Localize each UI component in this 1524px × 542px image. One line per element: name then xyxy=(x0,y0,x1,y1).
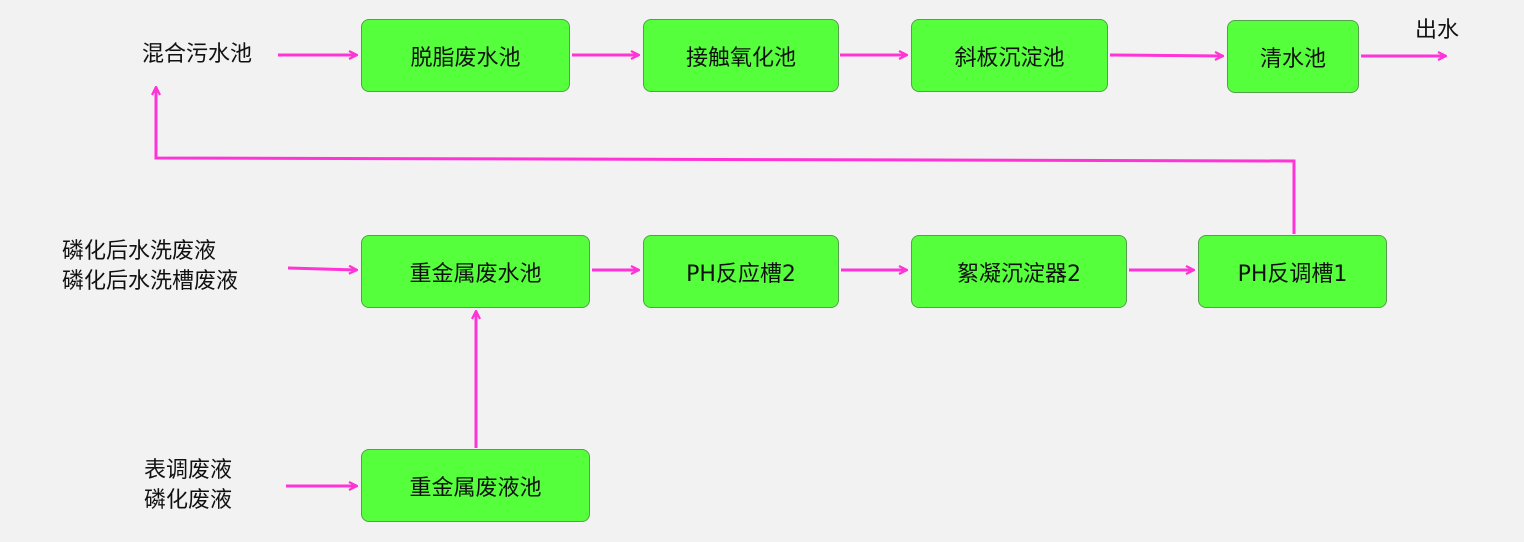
arrow-rinse-to-heavymetal xyxy=(287,268,357,270)
inclined-settler-box: 斜板沉淀池 xyxy=(911,19,1108,92)
surface-phosphate-line-1: 表调废液 xyxy=(144,458,233,483)
surface-phosphate-line-2: 磷化废液 xyxy=(144,488,233,513)
outlet-label: 出水 xyxy=(1415,18,1460,43)
clear-water-box: 清水池 xyxy=(1227,20,1359,93)
heavy-metal-water-box: 重金属废水池 xyxy=(361,235,590,308)
phosphate-rinse-label: 磷化后水洗废液 磷化后水洗槽废液 xyxy=(62,237,238,297)
surface-phosphate-label: 表调废液 磷化废液 xyxy=(144,456,232,516)
phosphate-rinse-line-1: 磷化后水洗废液 xyxy=(62,239,217,264)
contact-oxidation-box: 接触氧化池 xyxy=(643,19,839,92)
heavy-metal-liquid-box: 重金属废液池 xyxy=(361,449,590,522)
ph-reaction-2-box: PH反应槽2 xyxy=(643,235,839,308)
arrow-ph1-return-to-mixed xyxy=(156,87,1296,234)
degrease-pool-box: 脱脂废水池 xyxy=(361,19,570,92)
mixed-pool-label: 混合污水池 xyxy=(142,42,253,67)
flocculation-settler-2-box: 絮凝沉淀器2 xyxy=(911,235,1127,308)
ph-adjust-1-box: PH反调槽1 xyxy=(1198,235,1387,308)
phosphate-rinse-line-2: 磷化后水洗槽废液 xyxy=(62,269,239,294)
arrow-settler-to-clearwater xyxy=(1109,55,1223,56)
